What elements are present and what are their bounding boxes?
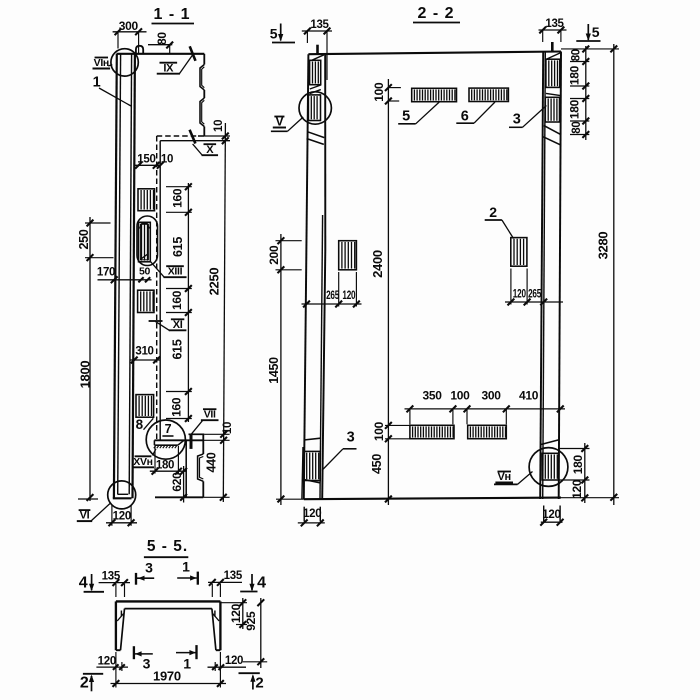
svg-text:2250: 2250 bbox=[207, 268, 222, 296]
svg-text:VII: VII bbox=[204, 409, 216, 421]
svg-text:6: 6 bbox=[461, 108, 469, 124]
svg-text:2: 2 bbox=[80, 675, 89, 692]
svg-text:160: 160 bbox=[170, 397, 184, 417]
svg-text:410: 410 bbox=[519, 389, 539, 403]
svg-text:120: 120 bbox=[570, 479, 584, 499]
svg-text:80: 80 bbox=[571, 121, 583, 133]
svg-text:3: 3 bbox=[513, 112, 521, 128]
svg-text:2 - 2: 2 - 2 bbox=[417, 5, 454, 22]
svg-text:350: 350 bbox=[423, 389, 443, 403]
svg-text:3280: 3280 bbox=[596, 232, 611, 260]
svg-text:2400: 2400 bbox=[370, 250, 385, 278]
svg-text:120: 120 bbox=[229, 603, 243, 623]
svg-text:150: 150 bbox=[137, 153, 155, 165]
svg-text:160: 160 bbox=[170, 188, 184, 208]
svg-text:50: 50 bbox=[139, 266, 151, 278]
svg-text:3: 3 bbox=[145, 560, 153, 576]
svg-text:4: 4 bbox=[257, 575, 266, 592]
svg-text:620: 620 bbox=[170, 472, 184, 492]
svg-text:300: 300 bbox=[482, 389, 502, 403]
svg-text:5: 5 bbox=[402, 109, 410, 125]
svg-text:135: 135 bbox=[545, 18, 564, 30]
svg-text:IX: IX bbox=[163, 62, 174, 74]
svg-text:5: 5 bbox=[270, 25, 278, 41]
svg-text:5: 5 bbox=[592, 24, 600, 40]
svg-text:170: 170 bbox=[97, 267, 115, 279]
svg-text:135: 135 bbox=[224, 570, 243, 582]
svg-text:180: 180 bbox=[568, 65, 582, 85]
svg-text:180: 180 bbox=[156, 460, 174, 472]
svg-text:135: 135 bbox=[102, 571, 121, 583]
svg-text:265: 265 bbox=[326, 290, 340, 302]
svg-text:120: 120 bbox=[98, 655, 116, 667]
svg-text:180: 180 bbox=[568, 99, 582, 119]
svg-text:10: 10 bbox=[161, 153, 173, 165]
svg-text:100: 100 bbox=[372, 82, 386, 102]
svg-text:2: 2 bbox=[255, 674, 263, 691]
svg-text:80: 80 bbox=[155, 32, 169, 45]
svg-text:10: 10 bbox=[222, 422, 234, 434]
svg-text:450: 450 bbox=[370, 454, 384, 474]
svg-text:V: V bbox=[275, 114, 284, 128]
svg-text:1450: 1450 bbox=[267, 357, 281, 384]
svg-text:100: 100 bbox=[372, 421, 386, 441]
svg-text:615: 615 bbox=[171, 237, 185, 257]
svg-text:200: 200 bbox=[267, 245, 281, 265]
svg-text:XI: XI bbox=[173, 319, 183, 331]
svg-text:100: 100 bbox=[450, 389, 470, 403]
svg-text:1: 1 bbox=[182, 558, 190, 574]
svg-text:120: 120 bbox=[342, 290, 355, 302]
svg-text:120: 120 bbox=[113, 511, 131, 523]
svg-text:300: 300 bbox=[119, 19, 139, 33]
svg-text:5 - 5.: 5 - 5. bbox=[147, 538, 188, 555]
svg-text:925: 925 bbox=[244, 611, 258, 631]
svg-text:180: 180 bbox=[571, 455, 585, 475]
svg-text:265: 265 bbox=[528, 288, 542, 300]
svg-text:1 - 1: 1 - 1 bbox=[153, 6, 190, 23]
svg-text:440: 440 bbox=[205, 452, 219, 472]
svg-text:250: 250 bbox=[77, 229, 91, 249]
svg-text:310: 310 bbox=[135, 346, 153, 358]
svg-text:160: 160 bbox=[170, 290, 184, 310]
svg-text:4: 4 bbox=[79, 574, 88, 591]
svg-text:7: 7 bbox=[165, 422, 172, 436]
svg-text:1: 1 bbox=[93, 74, 101, 90]
svg-text:VIн: VIн bbox=[94, 57, 109, 69]
svg-text:1970: 1970 bbox=[153, 668, 181, 683]
svg-text:3: 3 bbox=[347, 429, 355, 445]
svg-text:1800: 1800 bbox=[77, 361, 92, 389]
svg-text:Vн: Vн bbox=[498, 471, 511, 483]
svg-text:10: 10 bbox=[213, 120, 225, 132]
svg-text:1: 1 bbox=[183, 656, 191, 672]
svg-text:8: 8 bbox=[136, 417, 144, 432]
svg-text:120: 120 bbox=[225, 655, 243, 667]
svg-text:120: 120 bbox=[513, 288, 526, 300]
svg-text:2: 2 bbox=[489, 204, 497, 220]
svg-text:135: 135 bbox=[310, 19, 329, 31]
svg-text:VI: VI bbox=[80, 510, 90, 522]
svg-text:615: 615 bbox=[171, 339, 185, 359]
svg-text:120: 120 bbox=[303, 508, 321, 520]
svg-text:3: 3 bbox=[143, 656, 151, 672]
svg-text:80: 80 bbox=[571, 49, 583, 61]
svg-text:XIII: XIII bbox=[168, 266, 183, 278]
svg-text:120: 120 bbox=[542, 509, 560, 521]
svg-text:XVн: XVн bbox=[133, 456, 152, 468]
svg-text:X: X bbox=[206, 144, 214, 156]
